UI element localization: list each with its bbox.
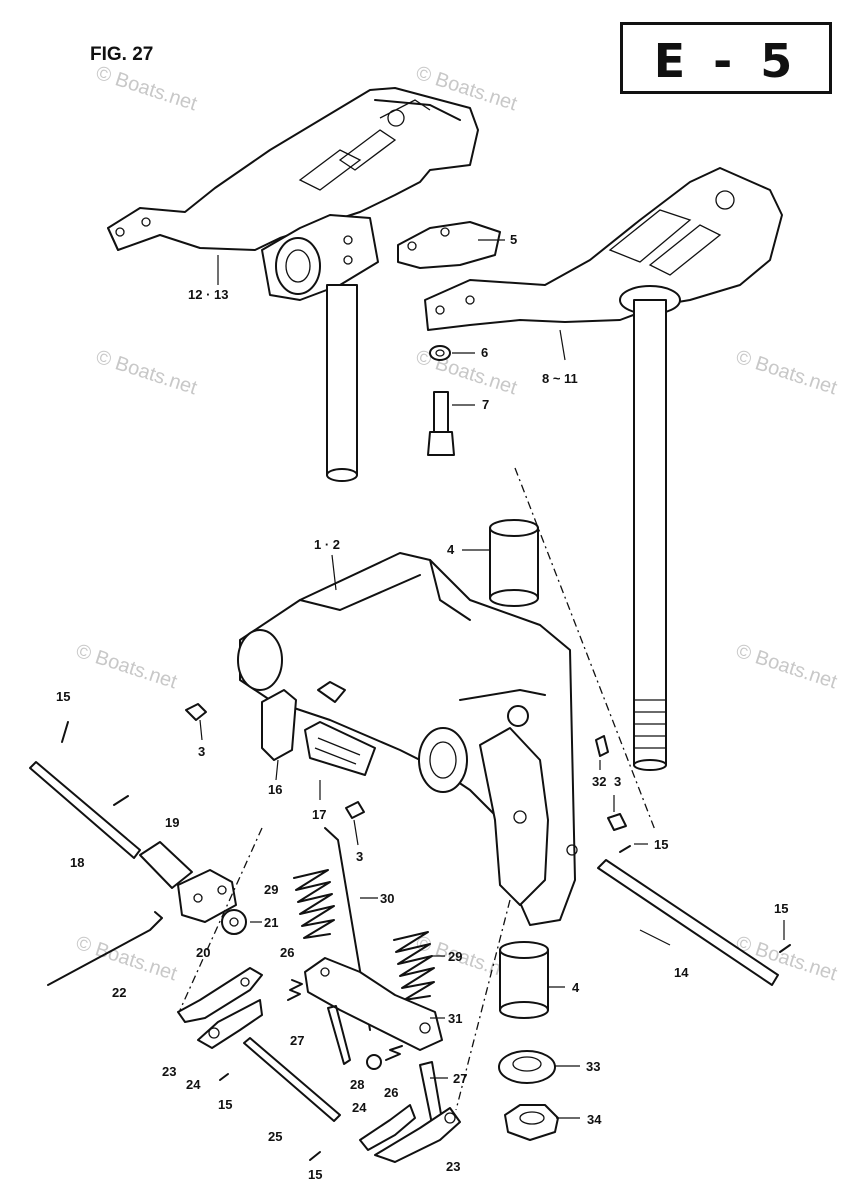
screw-part-3-right (607, 813, 627, 831)
callout-26-lower: 26 (384, 1085, 399, 1100)
spring-part-26-lower (385, 1045, 403, 1061)
callout-25: 25 (268, 1129, 283, 1144)
spring-part-26 (287, 979, 303, 1001)
bushing-upper-part-4 (489, 519, 539, 607)
washer-part-21 (221, 909, 247, 935)
callout-33: 33 (586, 1059, 601, 1074)
rod-part-30 (324, 827, 371, 1031)
callout-27-right: 27 (453, 1071, 468, 1086)
callout-3-right: 3 (614, 774, 622, 789)
callout-7: 7 (482, 397, 490, 412)
callout-23-right: 23 (446, 1159, 461, 1174)
callout-15-e: 15 (308, 1167, 323, 1182)
swivel-bracket (237, 552, 578, 926)
spring-part-29-right (393, 931, 435, 1001)
callout-29-left: 29 (264, 882, 279, 897)
section-code-box: E - 5 (620, 22, 832, 94)
callout-31: 31 (448, 1011, 463, 1026)
callout-23-left: 23 (162, 1064, 177, 1079)
callout-22: 22 (112, 985, 127, 1000)
callout-3-left: 3 (198, 744, 206, 759)
callout-16: 16 (268, 782, 283, 797)
figure-label: FIG. 27 (90, 44, 154, 65)
pin-part-15-e (219, 1073, 229, 1081)
pin-part-15-d (779, 944, 791, 953)
callout-14: 14 (674, 965, 689, 980)
pin-part-25 (243, 1037, 341, 1122)
callout-21: 21 (264, 915, 279, 930)
callout-24-left: 24 (186, 1077, 201, 1092)
callout-15-d: 15 (774, 901, 789, 916)
callout-6: 6 (481, 345, 489, 360)
nut-part-34 (504, 1104, 559, 1141)
callout-24-right: 24 (352, 1100, 367, 1115)
bushing-lower-part-4 (499, 941, 549, 1019)
sleeve-part-19 (139, 841, 193, 889)
nut-part-6 (429, 345, 451, 361)
bolt-part-7 (427, 391, 455, 456)
callout-15-c: 15 (654, 837, 669, 852)
plate-part-31 (304, 957, 443, 1051)
callout-5: 5 (510, 232, 518, 247)
callout-3-mid: 3 (356, 849, 364, 864)
callout-15-b: 15 (218, 1097, 233, 1112)
callout-32: 32 (592, 774, 607, 789)
callout-17: 17 (312, 807, 327, 822)
section-code: E - 5 (653, 34, 799, 88)
rod-part-18 (29, 761, 141, 859)
pin-part-15-b (113, 795, 129, 806)
steering-bracket-left (107, 87, 479, 482)
callout-1-2: 1 · 2 (314, 537, 341, 552)
lever-part-20 (177, 869, 237, 923)
pin-part-15-f (309, 1151, 321, 1161)
callout-28: 28 (350, 1077, 365, 1092)
callout-20: 20 (196, 945, 211, 960)
screw-part-3-left (185, 703, 207, 721)
plate-part-5 (397, 221, 501, 269)
callout-12-13: 12 · 13 (188, 287, 229, 302)
lever-part-24-left (197, 999, 263, 1049)
callout-4-upper: 4 (447, 542, 455, 557)
screw-part-3-mid (345, 801, 365, 819)
callout-29-right: 29 (448, 949, 463, 964)
spring-part-29-left (293, 869, 335, 939)
rod-part-22 (47, 911, 163, 986)
lever-part-24-right (359, 1104, 416, 1151)
callout-8-11: 8 ~ 11 (542, 371, 578, 386)
lever-part-23-right (374, 1107, 461, 1163)
clip-part-32 (595, 735, 609, 757)
callout-4-lower: 4 (572, 980, 580, 995)
pin-part-15-a (61, 721, 69, 743)
steering-bracket-right (424, 167, 783, 771)
washer-part-33 (498, 1050, 556, 1084)
nut-part-28 (366, 1054, 382, 1070)
callout-18: 18 (70, 855, 85, 870)
callout-27-left: 27 (290, 1033, 305, 1048)
pin-part-15-c (619, 845, 631, 853)
rod-part-14 (597, 859, 779, 986)
callout-30: 30 (380, 891, 395, 906)
callout-34: 34 (587, 1112, 602, 1127)
callout-15-a: 15 (56, 689, 71, 704)
callout-26-upper: 26 (280, 945, 295, 960)
callout-19: 19 (165, 815, 180, 830)
link-part-27 (327, 1005, 351, 1065)
